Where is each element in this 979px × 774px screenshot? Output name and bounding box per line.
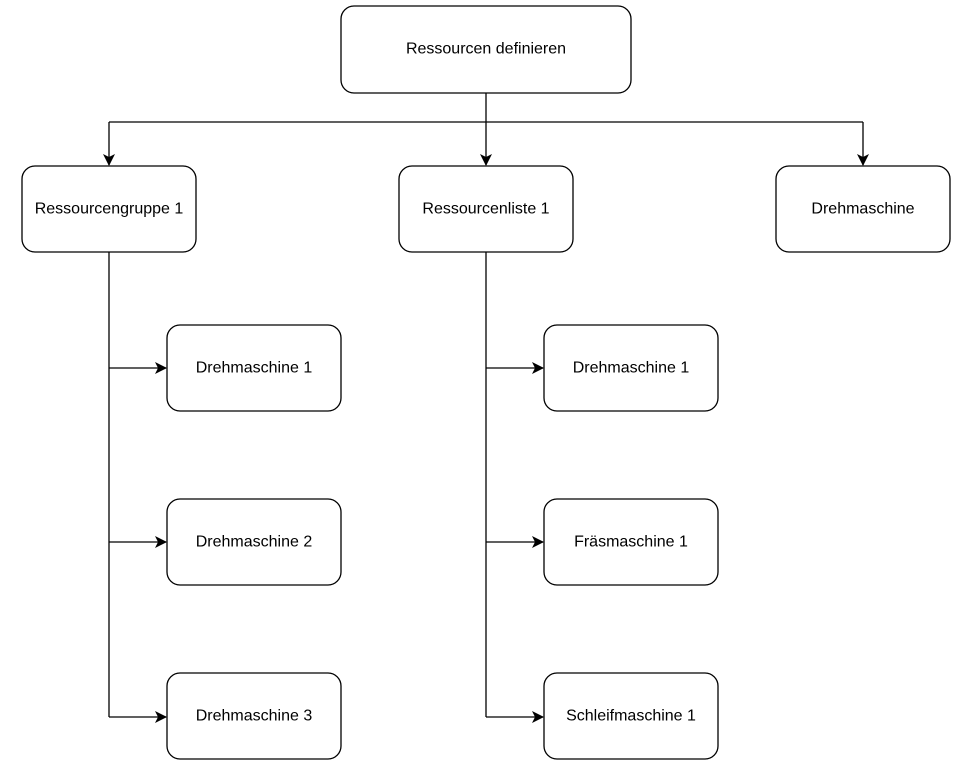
node-ressourcenliste-1: Ressourcenliste 1: [398, 165, 574, 253]
list1-edges: [485, 252, 544, 723]
node-ressourcengruppe-1-label: Ressourcengruppe 1: [35, 201, 184, 218]
node-list1-item-3-label: Schleifmaschine 1: [566, 708, 696, 725]
node-group1-item-3-label: Drehmaschine 3: [196, 708, 313, 725]
node-group1-item-3: Drehmaschine 3: [166, 672, 342, 760]
node-drehmaschine-label: Drehmaschine: [811, 201, 914, 218]
node-drehmaschine: Drehmaschine: [775, 165, 951, 253]
node-group1-item-1: Drehmaschine 1: [166, 324, 342, 412]
node-list1-item-3: Schleifmaschine 1: [543, 672, 719, 760]
node-root-label: Ressourcen definieren: [406, 41, 566, 58]
node-ressourcengruppe-1: Ressourcengruppe 1: [21, 165, 197, 253]
node-group1-item-1-label: Drehmaschine 1: [196, 360, 313, 377]
node-root: Ressourcen definieren: [340, 5, 632, 94]
node-ressourcenliste-1-label: Ressourcenliste 1: [422, 201, 549, 218]
node-list1-item-2-label: Fräsmaschine 1: [574, 534, 688, 551]
node-group1-item-2-label: Drehmaschine 2: [196, 534, 313, 551]
node-group1-item-2: Drehmaschine 2: [166, 498, 342, 586]
node-list1-item-2: Fräsmaschine 1: [543, 498, 719, 586]
node-list1-item-1: Drehmaschine 1: [543, 324, 719, 412]
group1-edges: [108, 252, 167, 723]
node-list1-item-1-label: Drehmaschine 1: [573, 360, 690, 377]
root-edges: [103, 93, 869, 166]
